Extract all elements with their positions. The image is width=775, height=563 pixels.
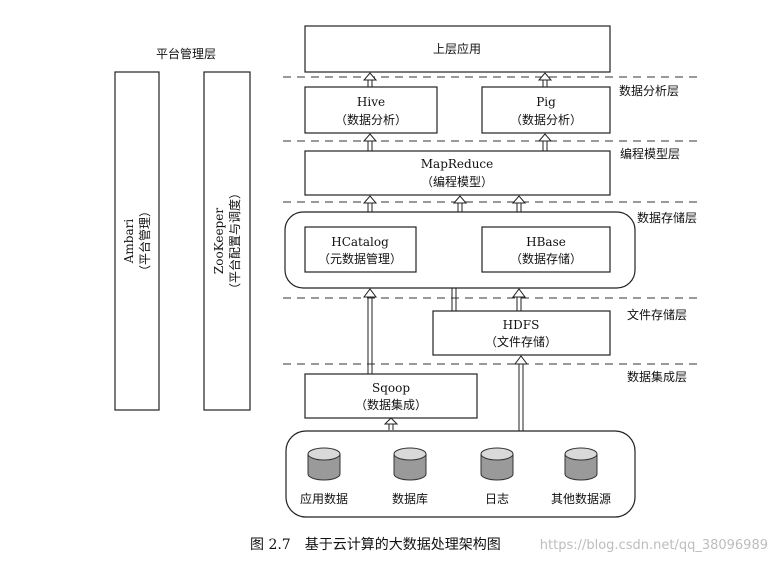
hive-desc: （数据分析）: [335, 112, 407, 127]
db-cylinder-icon: [393, 447, 427, 481]
db-cylinder-icon: [307, 447, 341, 481]
arrow-up-icon: [451, 288, 457, 311]
arrow-up-icon: [362, 195, 378, 212]
hdfs-name: HDFS: [503, 318, 540, 332]
mapreduce-box: [304, 150, 611, 196]
arrow-up-icon: [514, 355, 528, 431]
pig-name: Pig: [536, 95, 556, 109]
layer-label-storage: 数据存储层: [637, 210, 697, 225]
ambari-box: [114, 71, 160, 411]
pig-desc: （数据分析）: [510, 112, 582, 127]
pig-box: [481, 86, 611, 134]
zookeeper-name: ZooKeeper: [212, 208, 226, 274]
mapreduce-desc: （编程模型）: [421, 174, 493, 189]
watermark: https://blog.csdn.net/qq_38096989: [540, 538, 768, 553]
source-label: 数据库: [392, 491, 428, 506]
arrow-up-icon: [452, 195, 468, 212]
hdfs-desc: （文件存储）: [485, 334, 557, 349]
layer-label-programming: 编程模型层: [620, 146, 680, 161]
layer-label-file-storage: 文件存储层: [627, 307, 687, 322]
hive-box: [304, 86, 438, 134]
hcatalog-name: HCatalog: [331, 235, 389, 249]
arrow-up-icon: [363, 288, 377, 374]
source-label: 其他数据源: [551, 491, 611, 506]
sqoop-desc: （数据集成）: [355, 397, 427, 412]
sources-container: [285, 430, 636, 518]
hbase-name: HBase: [526, 235, 566, 249]
ambari-name: Ambari: [122, 219, 136, 265]
ambari-desc: （平台管理）: [137, 205, 152, 277]
hbase-desc: （数据存储）: [510, 251, 582, 266]
arrow-up-icon: [362, 133, 378, 151]
arrow-up-icon: [511, 195, 527, 212]
zookeeper-desc: （平台配置与调度）: [227, 187, 242, 295]
sqoop-name: Sqoop: [372, 381, 410, 395]
hbase-box: [481, 226, 611, 273]
mapreduce-name: MapReduce: [421, 157, 494, 171]
top-app-box: [304, 25, 611, 73]
flow-arrows: [362, 72, 553, 431]
arrow-up-icon: [512, 288, 526, 311]
figure-caption: 图 2.7 基于云计算的大数据处理架构图: [250, 536, 501, 553]
source-label: 应用数据: [300, 491, 348, 506]
zookeeper-box: [203, 71, 251, 411]
db-cylinder-icon: [480, 447, 514, 481]
arrow-up-icon: [537, 72, 553, 87]
layer-label-analysis: 数据分析层: [619, 83, 679, 98]
source-label: 日志: [485, 492, 509, 506]
hdfs-box: [432, 310, 611, 356]
hcatalog-box: [304, 226, 417, 273]
top-app-label: 上层应用: [433, 41, 481, 56]
hive-name: Hive: [357, 95, 385, 109]
arrow-up-icon: [537, 133, 553, 151]
platform-mgmt-title: 平台管理层: [156, 46, 216, 61]
hcatalog-desc: （元数据管理）: [318, 251, 402, 266]
layer-label-integration: 数据集成层: [627, 369, 687, 384]
db-cylinder-icon: [564, 447, 598, 481]
arrow-up-icon: [383, 417, 399, 430]
arrow-up-icon: [362, 72, 378, 87]
